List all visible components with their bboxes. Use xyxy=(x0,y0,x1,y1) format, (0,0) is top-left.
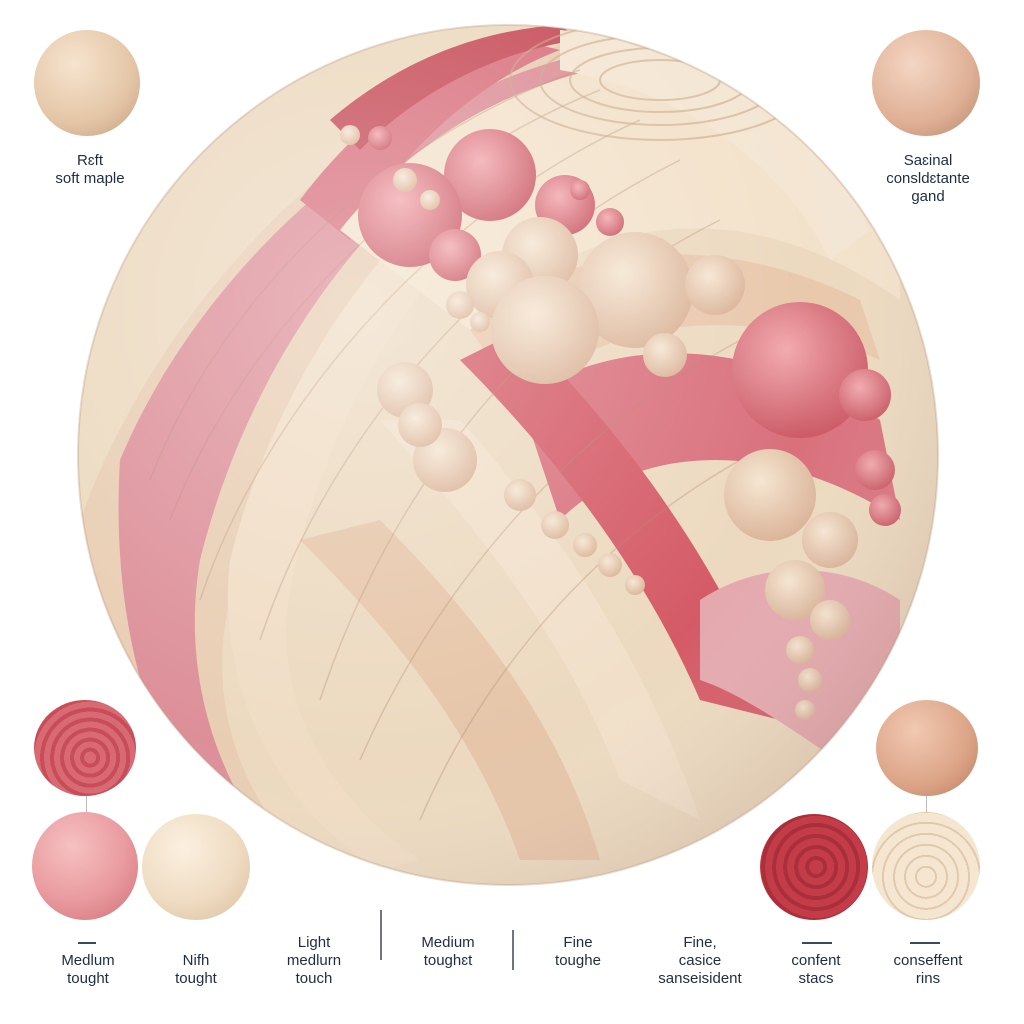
dash-label-7 xyxy=(802,942,832,944)
light-ring-ball xyxy=(872,812,980,920)
pink-grain-ball xyxy=(32,812,138,920)
tan-ball xyxy=(876,700,978,796)
red-grain-ball xyxy=(34,700,136,796)
divider-2 xyxy=(512,930,514,970)
stem-left xyxy=(86,796,87,818)
top-right-label: Saɛinal consldɛtante gand xyxy=(886,152,970,205)
cream-grain-ball xyxy=(142,814,250,920)
divider-1 xyxy=(380,910,382,960)
dark-red-ball xyxy=(760,814,868,920)
top-left-label: Rɛft soft maple xyxy=(55,152,125,187)
dash-label-8 xyxy=(910,942,940,944)
top-right-ball xyxy=(872,30,980,136)
dash-label-1 xyxy=(78,942,96,944)
soft-maple-ball xyxy=(34,30,140,136)
stem-right xyxy=(926,796,927,818)
